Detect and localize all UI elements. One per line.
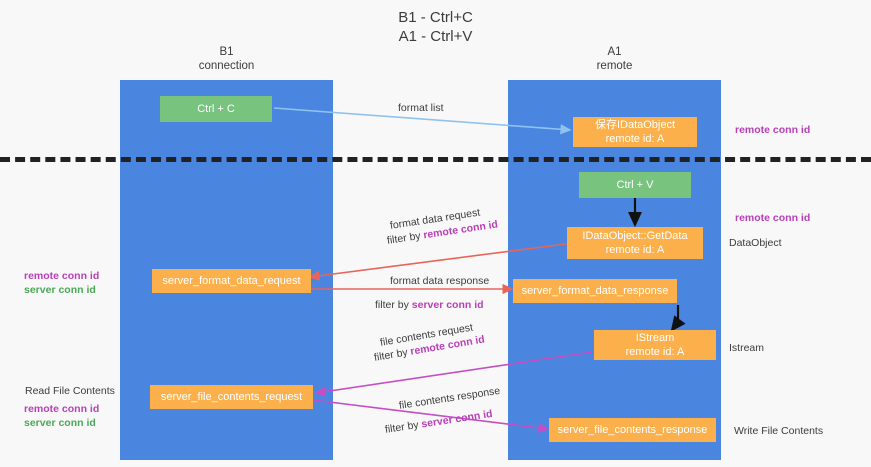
box-istream-line2: remote id: A bbox=[625, 346, 685, 358]
annotation-right-dataobject: DataObject bbox=[729, 237, 782, 249]
page-title: B1 - Ctrl+C A1 - Ctrl+V bbox=[398, 9, 473, 45]
box-server-file-contents-request[interactable]: server_file_contents_request bbox=[150, 385, 313, 409]
column-header-b1: B1 connection bbox=[198, 46, 255, 72]
box-save-idataobject[interactable]: 保存IDataObject remote id: A bbox=[573, 117, 697, 147]
annotation-left-bottom-remote-conn-id: remote conn id bbox=[24, 403, 100, 415]
box-server-format-data-response[interactable]: server_format_data_response bbox=[513, 279, 677, 303]
box-istream[interactable]: IStream remote id: A bbox=[594, 330, 716, 360]
box-ctrl-v[interactable]: Ctrl + V bbox=[579, 172, 691, 198]
box-server-file-contents-request-label: server_file_contents_request bbox=[160, 391, 303, 403]
box-istream-line1: IStream bbox=[635, 332, 675, 344]
section-divider bbox=[0, 157, 871, 162]
box-server-format-data-request[interactable]: server_format_data_request bbox=[152, 269, 311, 293]
annotation-right-istream: Istream bbox=[729, 342, 765, 354]
annotation-right-remote-conn-id-top: remote conn id bbox=[735, 124, 811, 136]
box-idataobject-getdata[interactable]: IDataObject::GetData remote id: A bbox=[567, 227, 703, 259]
filter-key-server-conn-id: server conn id bbox=[411, 299, 484, 311]
box-save-idataobject-line2: remote id: A bbox=[605, 133, 665, 145]
box-getdata-line1: IDataObject::GetData bbox=[582, 230, 688, 242]
filter-prefix: filter by bbox=[386, 229, 425, 247]
box-server-format-data-response-label: server_format_data_response bbox=[521, 285, 669, 297]
edge-label-format-list: format list bbox=[398, 102, 444, 114]
annotation-right-remote-conn-id-mid: remote conn id bbox=[735, 212, 811, 224]
box-ctrl-c[interactable]: Ctrl + C bbox=[160, 96, 272, 122]
box-getdata-line2: remote id: A bbox=[605, 244, 665, 256]
filter-key-server-conn-id: server conn id bbox=[420, 407, 494, 431]
box-ctrl-c-label: Ctrl + C bbox=[197, 103, 235, 115]
filter-prefix: filter by bbox=[373, 345, 412, 364]
annotation-right-write-file-contents: Write File Contents bbox=[734, 425, 824, 437]
box-server-format-data-request-label: server_format_data_request bbox=[162, 275, 301, 287]
annotation-left-server-conn-id: server conn id bbox=[24, 284, 96, 296]
edge-label-format-data-response: format data response bbox=[390, 274, 489, 288]
filter-prefix: filter by bbox=[375, 299, 412, 311]
box-ctrl-v-label: Ctrl + V bbox=[616, 179, 654, 191]
annotation-left-read-file-contents: Read File Contents bbox=[25, 385, 115, 397]
box-server-file-contents-response[interactable]: server_file_contents_response bbox=[549, 418, 716, 442]
box-server-file-contents-response-label: server_file_contents_response bbox=[557, 424, 708, 436]
edge-label-format-data-response-filter: filter by server conn id bbox=[375, 298, 484, 312]
annotation-left-remote-conn-id: remote conn id bbox=[24, 270, 100, 282]
edge-label-format-data-response-text: format data response bbox=[390, 275, 490, 287]
column-header-a1: A1 remote bbox=[596, 46, 633, 72]
box-save-idataobject-line1: 保存IDataObject bbox=[594, 119, 676, 131]
filter-prefix: filter by bbox=[384, 418, 423, 436]
annotation-left-bottom-server-conn-id: server conn id bbox=[24, 417, 96, 429]
